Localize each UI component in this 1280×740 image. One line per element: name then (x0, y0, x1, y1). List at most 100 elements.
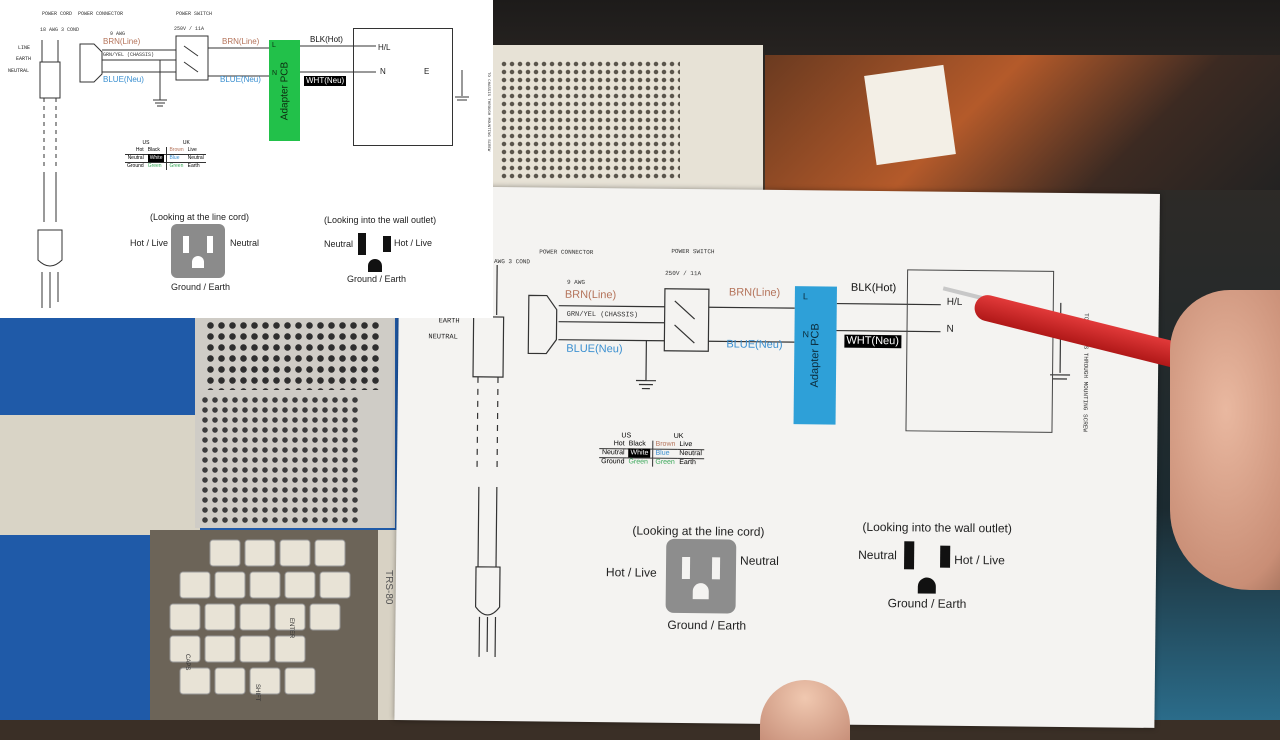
inset-power-connector-label: POWER CONNECTOR (78, 11, 124, 17)
paper-brn-line-1: BRN(Line) (564, 288, 617, 302)
inset-table-white: White (147, 154, 165, 162)
inset-outlet-neutral: Neutral (324, 239, 354, 249)
inset-table-term: Neutral (125, 154, 146, 163)
paper-table-color: Blue (652, 449, 678, 459)
inset-color-table: US UK Hot Black Brown Live Neutral White… (125, 140, 206, 170)
background-chassis (0, 415, 200, 535)
background-component-label (864, 64, 956, 166)
inset-blue-neu-2: BLUE(Neu) (220, 75, 261, 84)
inset-table-term: Neutral (185, 154, 206, 163)
inset-power-cord-label: POWER CORD (42, 11, 73, 17)
inset-table-term: Live (185, 147, 206, 155)
inset-cord-hot-live: Hot / Live (130, 238, 169, 248)
paper-cord-neutral: Neutral (740, 553, 779, 568)
inset-device-box (353, 28, 453, 146)
inset-cord-plug-face (171, 224, 225, 278)
paper-outlet-ground-earth: Ground / Earth (887, 596, 967, 611)
inset-cord-gauge: 18 AWG 3 COND (40, 27, 80, 33)
paper-lines (472, 264, 1071, 658)
key-caps: CAPS (184, 654, 190, 670)
inset-schematic: POWER CORD POWER CONNECTOR POWER SWITCH … (0, 0, 493, 318)
inset-table-color: Green (145, 162, 168, 170)
paper-table-term: Neutral (599, 448, 627, 458)
paper-adapter-pcb: Adapter PCB (793, 286, 837, 425)
background-psu-vent (205, 320, 380, 390)
paper-schematic: POWER CONNECTOR 18 AWG 3 COND POWER SWIT… (394, 186, 1160, 728)
inset-blue-neu-1: BLUE(Neu) (103, 75, 144, 84)
paper-switch-rating: 250V / 11A (665, 269, 702, 278)
paper-table-term: Hot (599, 440, 627, 449)
inset-table-color: Brown (166, 147, 186, 155)
inset-outlet-slot-neutral (358, 233, 366, 255)
inset-neutral-label: NEUTRAL (8, 68, 30, 74)
inset-line-label: LINE (18, 45, 31, 51)
paper-blue-neu-1: BLUE(Neu) (566, 342, 623, 356)
inset-pcb-pin-l: L (272, 42, 276, 49)
inset-blk-hot: BLK(Hot) (310, 35, 343, 44)
paper-outlet-slot-neutral (904, 541, 915, 570)
paper-color-table: US UK Hot Black Brown Live Neutral White… (599, 432, 705, 467)
paper-device-box (905, 269, 1055, 433)
paper-conn-gauge: 9 AWG (566, 278, 586, 286)
inset-table-color: Green (169, 163, 184, 169)
paper-cord-ground-earth: Ground / Earth (667, 617, 747, 633)
inset-plug-face-icon (183, 236, 213, 268)
inset-earth-label: EARTH (16, 56, 32, 62)
inset-e-terminal: E (424, 67, 430, 76)
paper-plug-face-icon (681, 556, 721, 600)
inset-brn-line-1: BRN(Line) (103, 37, 141, 46)
paper-blk-hot: BLK(Hot) (850, 281, 897, 295)
key-shift: SHIFT (254, 684, 260, 702)
paper-power-connector-label: POWER CONNECTOR (539, 248, 594, 257)
inset-table-term: Ground (127, 163, 144, 169)
inset-looking-cord: (Looking at the line cord) (150, 212, 250, 222)
paper-table-white: White (628, 448, 651, 458)
background-keyboard: TRS-80 CAPS SHIFT ENTER (150, 530, 400, 720)
paper-table-term: Neutral (677, 449, 704, 459)
paper-pcb-pin-n: N (802, 329, 810, 340)
inset-looking-outlet: (Looking into the wall outlet) (324, 215, 437, 225)
inset-adapter-pcb: Adapter PCB (269, 40, 300, 141)
inset-outlet-ground-hole (368, 259, 382, 272)
paper-outlet-slot-hot (940, 545, 951, 568)
inset-adapter-pcb-label: Adapter PCB (279, 61, 290, 120)
paper-wht-neu: WHT(Neu) (844, 334, 902, 349)
inset-table-color: Blue (166, 154, 186, 163)
inset-table-term: Earth (187, 163, 200, 169)
paper-hl-terminal: H/L (946, 296, 963, 308)
paper-table-term: Ground (601, 458, 625, 466)
inset-table-color: White (145, 154, 168, 163)
paper-looking-cord: (Looking at the line cord) (632, 523, 765, 539)
paper-outlet-ground-hole (917, 577, 936, 594)
paper-cord-hot-live: Hot / Live (605, 565, 657, 580)
keyboard-keys: TRS-80 CAPS SHIFT ENTER (169, 530, 400, 720)
hand (1170, 290, 1280, 590)
paper-power-switch-label: POWER SWITCH (671, 247, 715, 256)
inset-power-switch-label: POWER SWITCH (176, 11, 213, 17)
inset-n-terminal: N (380, 67, 386, 76)
inset-outlet-slot-hot (383, 236, 391, 252)
inset-outlet-ground-earth: Ground / Earth (347, 274, 407, 284)
inset-pcb-pin-n: N (272, 70, 278, 77)
paper-pcb-pin-l: L (802, 291, 808, 302)
inset-conn-gauge: 9 AWG (110, 31, 126, 37)
key-enter: ENTER (288, 618, 294, 639)
inset-brn-line-2: BRN(Line) (222, 37, 260, 46)
paper-outlet-neutral: Neutral (858, 547, 897, 563)
inset-outlet-hot-live: Hot / Live (394, 238, 433, 248)
inset-hl-terminal: H/L (378, 43, 391, 52)
inset-cord-neutral: Neutral (230, 238, 260, 248)
inset-cord-ground-earth: Ground / Earth (171, 282, 231, 292)
inset-table-uk-header: UK (182, 140, 190, 146)
paper-looking-outlet: (Looking into the wall outlet) (862, 519, 1012, 536)
paper-n-terminal: N (946, 323, 954, 335)
paper-grn-yel: GRN/YEL (CHASSIS) (566, 310, 639, 320)
inset-table-term: Hot (125, 147, 146, 155)
inset-wht-neu: WHT(Neu) (304, 76, 347, 86)
paper-cord-plug-face (665, 538, 737, 614)
keyboard-brand: TRS-80 (383, 570, 394, 605)
paper-table-color: Green (626, 457, 653, 467)
background-wiring (765, 55, 1280, 195)
paper-adapter-pcb-label: Adapter PCB (808, 323, 822, 388)
inset-table-us-header: US (142, 140, 150, 146)
